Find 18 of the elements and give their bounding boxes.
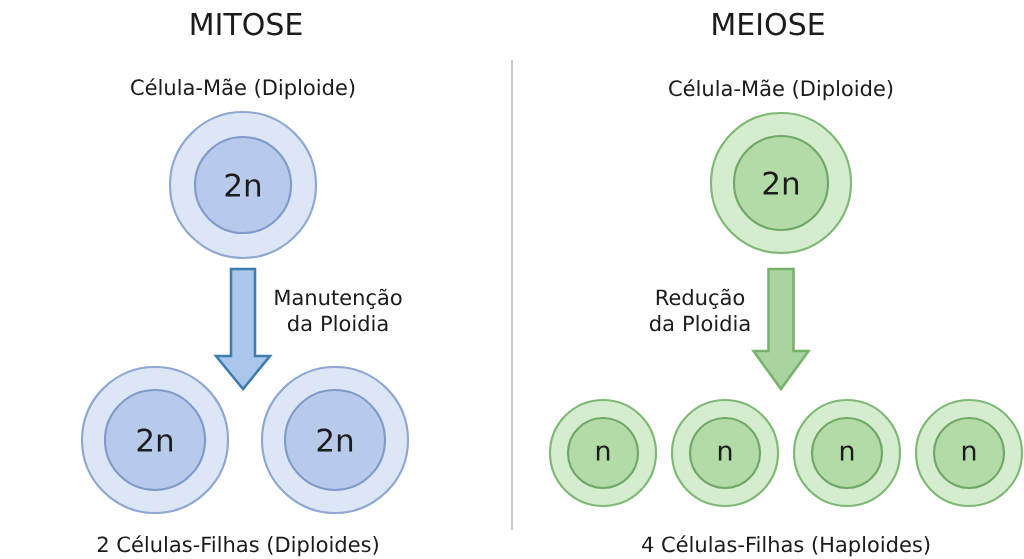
nucleus: n — [932, 416, 1006, 490]
cell-caption: Célula-Mãe (Diploide) — [669, 79, 893, 101]
nucleus: n — [810, 416, 884, 490]
section-title: MEIOSE — [713, 12, 824, 36]
nucleus: 2n — [193, 135, 293, 235]
block-arrow — [751, 267, 811, 392]
edge-label: Manutenção da Ploidia — [275, 288, 402, 332]
edge-label: Redução da Ploidia — [649, 288, 750, 332]
nucleus: 2n — [283, 388, 387, 492]
nucleus: n — [688, 416, 762, 490]
cell-caption: Célula-Mãe (Diploide) — [131, 78, 355, 100]
nucleus: 2n — [103, 388, 207, 492]
block-arrow — [213, 267, 273, 392]
group-caption: 4 Células-Filhas (Haploides) — [642, 535, 930, 557]
section-title: MITOSE — [191, 12, 302, 36]
nucleus: n — [566, 416, 640, 490]
group-caption: 2 Células-Filhas (Diploides) — [97, 535, 378, 557]
nucleus: 2n — [732, 134, 830, 232]
